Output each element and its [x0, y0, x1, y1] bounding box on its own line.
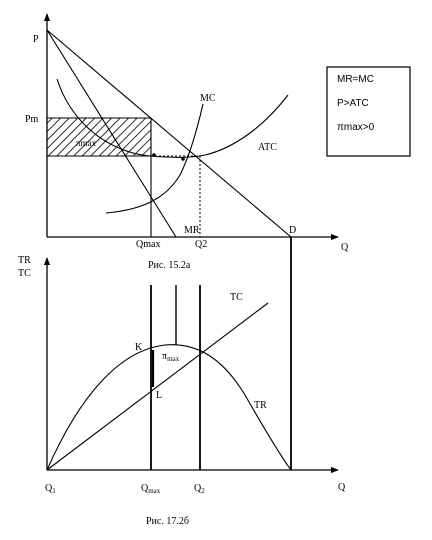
q2-label: Q2: [195, 239, 207, 250]
mc-curve: [105, 103, 204, 214]
price-label: Pm: [25, 114, 39, 125]
tr-curve: [46, 344, 292, 471]
atc-label: ATC: [258, 142, 277, 153]
mc-mr-point: [181, 157, 185, 161]
bottom-caption: Рис. 17.2б: [146, 516, 189, 527]
mr-line: [46, 29, 177, 238]
condition-mr-mc: MR=MC: [337, 74, 374, 85]
demand-line: [46, 29, 292, 238]
bottom-y-axis-label-tr: TR: [18, 255, 31, 266]
tr-label: TR: [254, 400, 267, 411]
q2-bottom-label: Q2: [194, 483, 205, 495]
bottom-y-axis-label-tc: TC: [18, 268, 31, 279]
profit-label: πmax: [76, 138, 97, 148]
top-chart: P Q Pm MC ATC MR D πmax Qmax Q2 Рис. 15.…: [25, 13, 411, 271]
top-x-axis-label: Q: [341, 242, 349, 253]
demand-label: D: [289, 225, 296, 236]
atc-point: [152, 153, 156, 157]
tc-label: TC: [230, 292, 243, 303]
bottom-x-axis-label: Q: [338, 482, 346, 493]
condition-profit: πmax>0: [337, 122, 375, 133]
mc-label: MC: [200, 93, 216, 104]
qmax-bottom-label: Qmax: [141, 483, 161, 495]
mr-label: MR: [184, 225, 200, 236]
k-label: K: [135, 342, 143, 353]
qmax-label: Qmax: [136, 239, 160, 250]
top-y-axis-label: P: [33, 34, 39, 45]
profit-max-label: πmax: [162, 351, 180, 363]
bottom-chart: TR TC Q TC TR K L πmax Q1 Qmax Q2 Рис. 1…: [18, 237, 346, 527]
l-label: L: [156, 390, 162, 401]
atc-curve: [56, 78, 289, 158]
top-caption: Рис. 15.2а: [148, 260, 191, 271]
condition-p-atc: P>ATC: [337, 98, 369, 109]
tc-line: [46, 302, 269, 471]
conditions-box: MR=MC P>ATC πmax>0: [326, 66, 411, 157]
q1-label: Q1: [45, 483, 56, 495]
